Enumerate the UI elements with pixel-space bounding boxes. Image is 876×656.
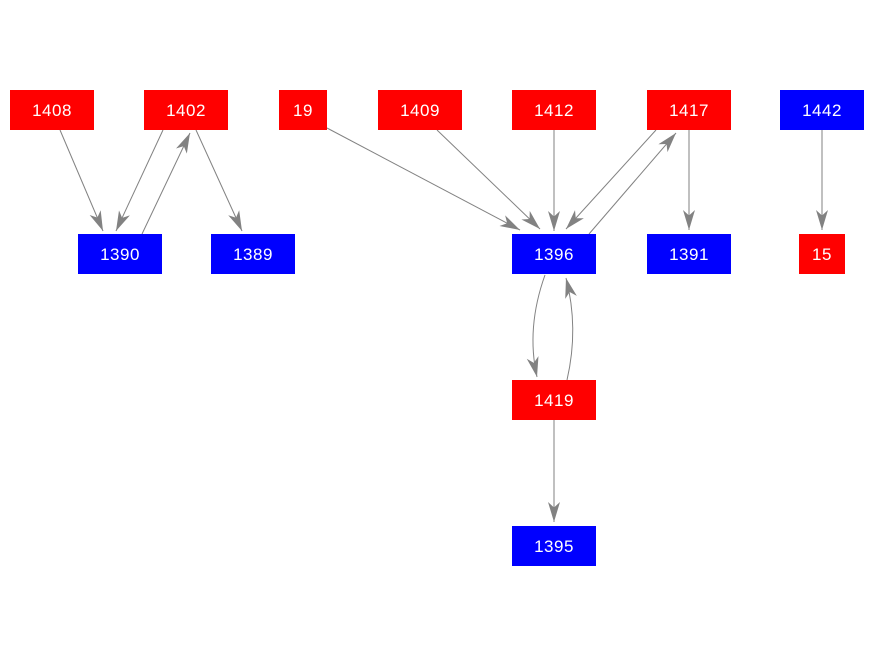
- node-1417[interactable]: 1417: [647, 90, 731, 130]
- node-label: 1409: [400, 100, 440, 120]
- node-1408[interactable]: 1408: [10, 90, 94, 130]
- node-label: 1412: [534, 100, 574, 120]
- node-19[interactable]: 19: [279, 90, 327, 130]
- node-label: 1442: [802, 100, 842, 120]
- node-label: 1390: [100, 244, 140, 264]
- edge-1396-to-1417: [588, 132, 677, 235]
- node-label: 19: [293, 100, 313, 120]
- node-label: 1417: [669, 100, 709, 120]
- node-1409[interactable]: 1409: [378, 90, 462, 130]
- edge-1419-to-1396: [565, 277, 577, 381]
- node-label: 1396: [534, 244, 574, 264]
- edge-1409-to-1396: [436, 129, 541, 230]
- node-1412[interactable]: 1412: [512, 90, 596, 130]
- edge-1390-to-1402: [141, 132, 191, 235]
- node-1390[interactable]: 1390: [78, 234, 162, 274]
- edge-1417-to-1396: [565, 129, 657, 230]
- edge-1402-to-1390: [115, 129, 164, 232]
- node-label: 1402: [166, 100, 206, 120]
- node-label: 15: [812, 244, 832, 264]
- node-1419[interactable]: 1419: [512, 380, 596, 420]
- node-1391[interactable]: 1391: [647, 234, 731, 274]
- node-1396[interactable]: 1396: [512, 234, 596, 274]
- node-1395[interactable]: 1395: [512, 526, 596, 566]
- node-label: 1395: [534, 536, 574, 556]
- edge-1396-to-1419: [526, 274, 546, 378]
- node-label: 1391: [669, 244, 709, 264]
- node-label: 1419: [534, 390, 574, 410]
- edge-group: [59, 127, 828, 522]
- node-label: 1408: [32, 100, 72, 120]
- node-label: 1389: [233, 244, 273, 264]
- edge-1402-to-1389: [195, 129, 243, 232]
- edge-19-to-1396: [326, 127, 521, 231]
- node-1402[interactable]: 1402: [144, 90, 228, 130]
- node-1442[interactable]: 1442: [780, 90, 864, 130]
- node-15[interactable]: 15: [799, 234, 845, 274]
- edge-1408-to-1390: [59, 129, 104, 232]
- node-1389[interactable]: 1389: [211, 234, 295, 274]
